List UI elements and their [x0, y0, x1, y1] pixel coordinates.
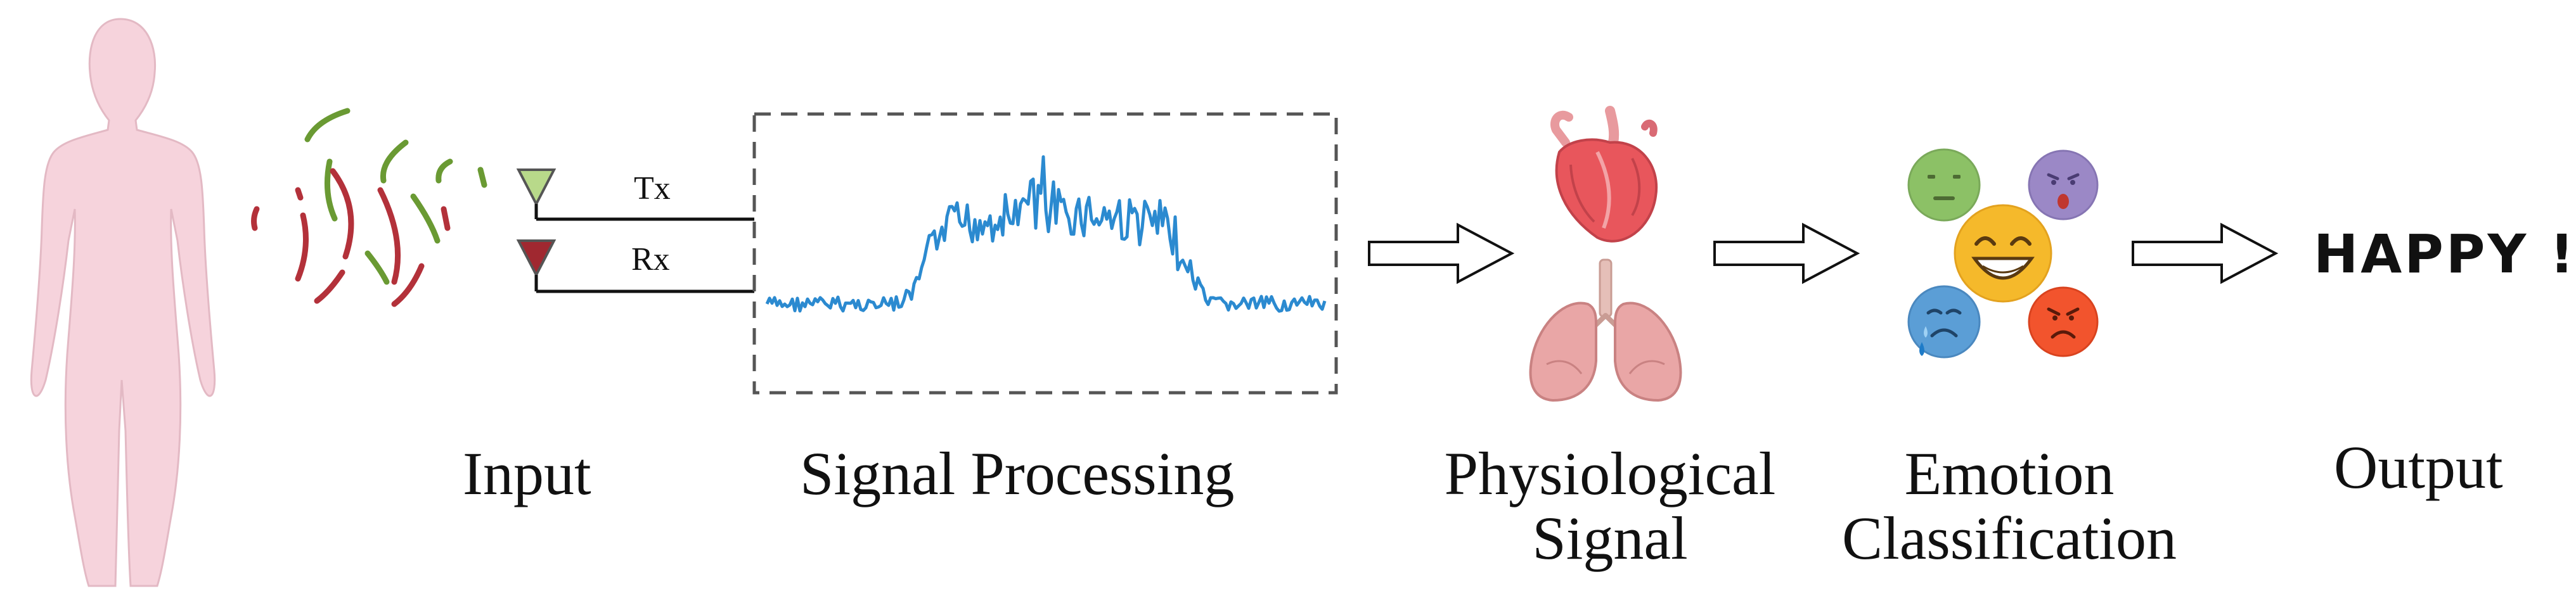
physiological-label-line2: Signal — [1532, 504, 1688, 572]
emotion-label-line1: Emotion — [1904, 440, 2115, 507]
emotion-label-line2: Classification — [1842, 504, 2177, 572]
radio-wave-icon — [251, 108, 487, 307]
rx-wave-arc-5 — [314, 269, 345, 304]
lungs-icon — [1529, 258, 1682, 402]
rx-wave-arc-2 — [295, 187, 304, 201]
tx-wave-arc-5 — [410, 193, 441, 244]
input-label: Input — [463, 440, 591, 507]
rx-antenna-icon — [516, 239, 754, 293]
angry-face-icon — [2028, 286, 2099, 357]
flow-arrow-icon — [1713, 222, 1860, 284]
rx-wave-arc-3 — [295, 212, 309, 282]
tx-wave-arc-4 — [380, 139, 409, 184]
rx-wave-arc-8 — [441, 206, 451, 231]
tx-wave-arc-2 — [324, 158, 338, 222]
emotion-classification-label: Emotion Classification — [1819, 443, 2199, 569]
neutral-face-icon — [1907, 148, 1981, 222]
output-emotion-text: HAPPY ! — [2314, 223, 2576, 285]
human-silhouette-icon — [30, 18, 216, 587]
rx-wave-arc-7 — [391, 263, 425, 307]
output-label: Output — [2334, 433, 2503, 501]
sad-face-icon — [1907, 285, 1981, 359]
signal-processing-box — [752, 112, 1338, 395]
tx-wave-arc-3 — [364, 250, 390, 285]
flow-arrow-icon — [2132, 222, 2279, 284]
flow-arrow-icon — [1368, 222, 1515, 284]
tx-wave-arc-7 — [477, 167, 487, 188]
rx-wave-arc-4 — [330, 168, 354, 260]
surprised-face-icon — [2028, 149, 2099, 220]
physiological-label-line1: Physiological — [1444, 440, 1776, 507]
tx-wave-arc-1 — [304, 108, 351, 143]
tx-label: Tx — [634, 170, 671, 207]
physiological-signal-label: Physiological Signal — [1420, 443, 1800, 569]
tx-wave-arc-6 — [435, 158, 453, 184]
rx-wave-arc-6 — [377, 187, 401, 285]
tx-antenna-icon — [516, 168, 754, 221]
happy-face-icon — [1954, 204, 2052, 303]
signal-processing-label: Signal Processing — [800, 440, 1235, 507]
rx-wave-arc-1 — [251, 206, 260, 231]
heart-icon — [1550, 106, 1658, 243]
signal-trace — [765, 155, 1327, 313]
rx-label: Rx — [631, 241, 670, 277]
